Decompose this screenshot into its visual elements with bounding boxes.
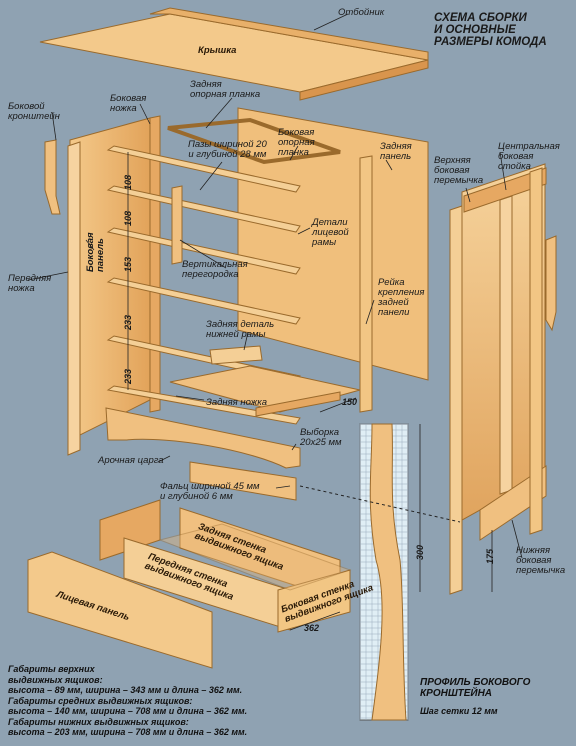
face-panel [27, 551, 213, 669]
mounting-strip [209, 345, 263, 365]
label-back-support-rail: Задняя опорная планка [190, 79, 261, 100]
right-bracket [545, 235, 557, 332]
label-lower-side-rail: Нижняя боковая перемычка [516, 545, 566, 576]
dim-108-a: 108 [123, 174, 133, 190]
dim-362: 362 [304, 623, 320, 633]
right-back-leg [529, 167, 543, 535]
label-side-bracket: Боковой кронштейн [8, 101, 60, 122]
back-foot [255, 391, 341, 417]
label-center-stile: Центральная боковая стойка [498, 141, 560, 172]
grid-step: Шаг сетки 12 мм [420, 706, 498, 716]
bracket-profile-grid [359, 423, 409, 721]
backsplash [149, 7, 429, 61]
rear-post-right [359, 155, 373, 413]
label-back-foot: Задняя ножка [206, 397, 267, 408]
label-arched-skirt: Арочная царга [98, 455, 164, 466]
label-side-support-rail: Боковая опорная планка [278, 127, 315, 158]
vertical-divider-part [171, 185, 183, 265]
drawer-size-notes: Габариты верхних выдвижных ящиков: высот… [8, 664, 248, 737]
label-face-frame-parts: Детали лицевой рамы [312, 217, 349, 248]
right-front-leg [449, 205, 463, 595]
back-leg-left [149, 115, 161, 413]
label-rabbet: Фальц шириной 45 мм и глубиной 6 мм [160, 481, 260, 502]
label-side-panel: Боковая панель [85, 232, 106, 272]
dim-233-b: 233 [123, 368, 133, 384]
dim-233-a: 233 [123, 314, 133, 330]
label-top: Крышка [198, 45, 237, 56]
label-back-panel: Задняя панель [380, 141, 412, 162]
dim-108-b: 108 [123, 210, 133, 226]
drawer-bottom [158, 523, 352, 591]
dim-175: 175 [485, 548, 495, 564]
arched-skirt-part [105, 407, 301, 469]
leader-lines [27, 13, 523, 559]
right-upper-rail [463, 167, 547, 213]
label-upper-side-rail: Верхняя боковая перемычка [434, 155, 484, 186]
diagram-title: СХЕМА СБОРКИ И ОСНОВНЫЕ РАЗМЕРЫ КОМОДА [434, 12, 547, 48]
label-rear-bottom-frame: Задняя деталь нижней рамы [206, 319, 275, 340]
right-center-stile [499, 195, 513, 495]
dimension-lines [127, 152, 493, 631]
label-slots: Пазы шириной 20 и глубиной 28 мм [188, 139, 267, 160]
rabbet-rail [189, 461, 297, 501]
label-side-leg: Боковая ножка [110, 93, 147, 114]
dim-300: 300 [415, 544, 425, 560]
dim-150: 150 [342, 397, 358, 407]
dim-153: 153 [123, 256, 133, 272]
drawer-side-wall [277, 569, 351, 633]
label-front-leg: Передняя ножка [8, 273, 52, 294]
back-support-rail [167, 117, 341, 165]
profile-title: ПРОФИЛЬ БОКОВОГО КРОНШТЕЙНА [420, 677, 531, 699]
label-mounting-strip: Рейка крепления задней панели [378, 277, 425, 318]
front-leg [67, 141, 81, 456]
label-backsplash: Отбойник [338, 7, 385, 18]
label-vertical-divider: Вертикальная перегородка [182, 259, 248, 280]
label-notch: Выборка 20x25 мм [300, 427, 342, 448]
top-board-edge [299, 59, 429, 101]
left-bracket [44, 139, 61, 215]
